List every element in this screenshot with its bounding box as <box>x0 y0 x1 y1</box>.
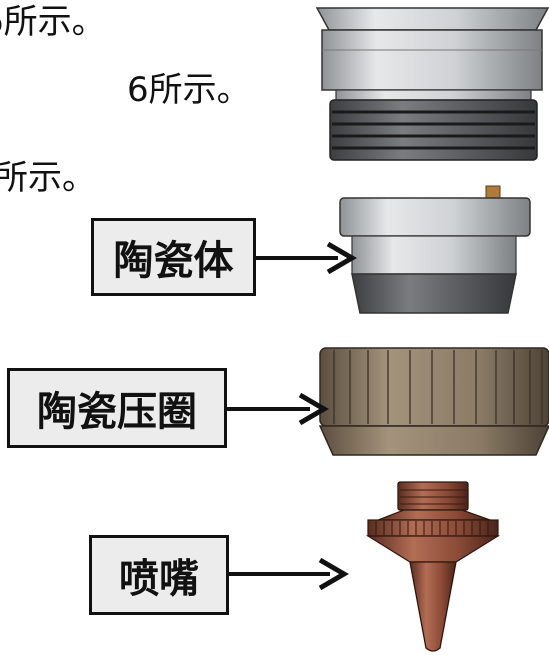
label-ceramic-ring: 陶瓷压圈 <box>7 368 227 448</box>
top-housing <box>315 7 549 161</box>
arrow-right-icon <box>256 241 357 275</box>
text-line-2: 6所示。 <box>127 70 251 110</box>
label-ceramic-body: 陶瓷体 <box>91 218 256 296</box>
arrow-right-icon <box>227 392 329 426</box>
ceramic-ring-part <box>318 347 549 456</box>
ceramic-body-part <box>339 185 531 314</box>
text-line-1: 6所示。 <box>0 2 106 42</box>
label-nozzle: 喷嘴 <box>89 535 229 615</box>
text-line-3: 所示。 <box>0 158 96 198</box>
nozzle-part <box>365 481 501 652</box>
arrow-right-icon <box>229 557 349 591</box>
